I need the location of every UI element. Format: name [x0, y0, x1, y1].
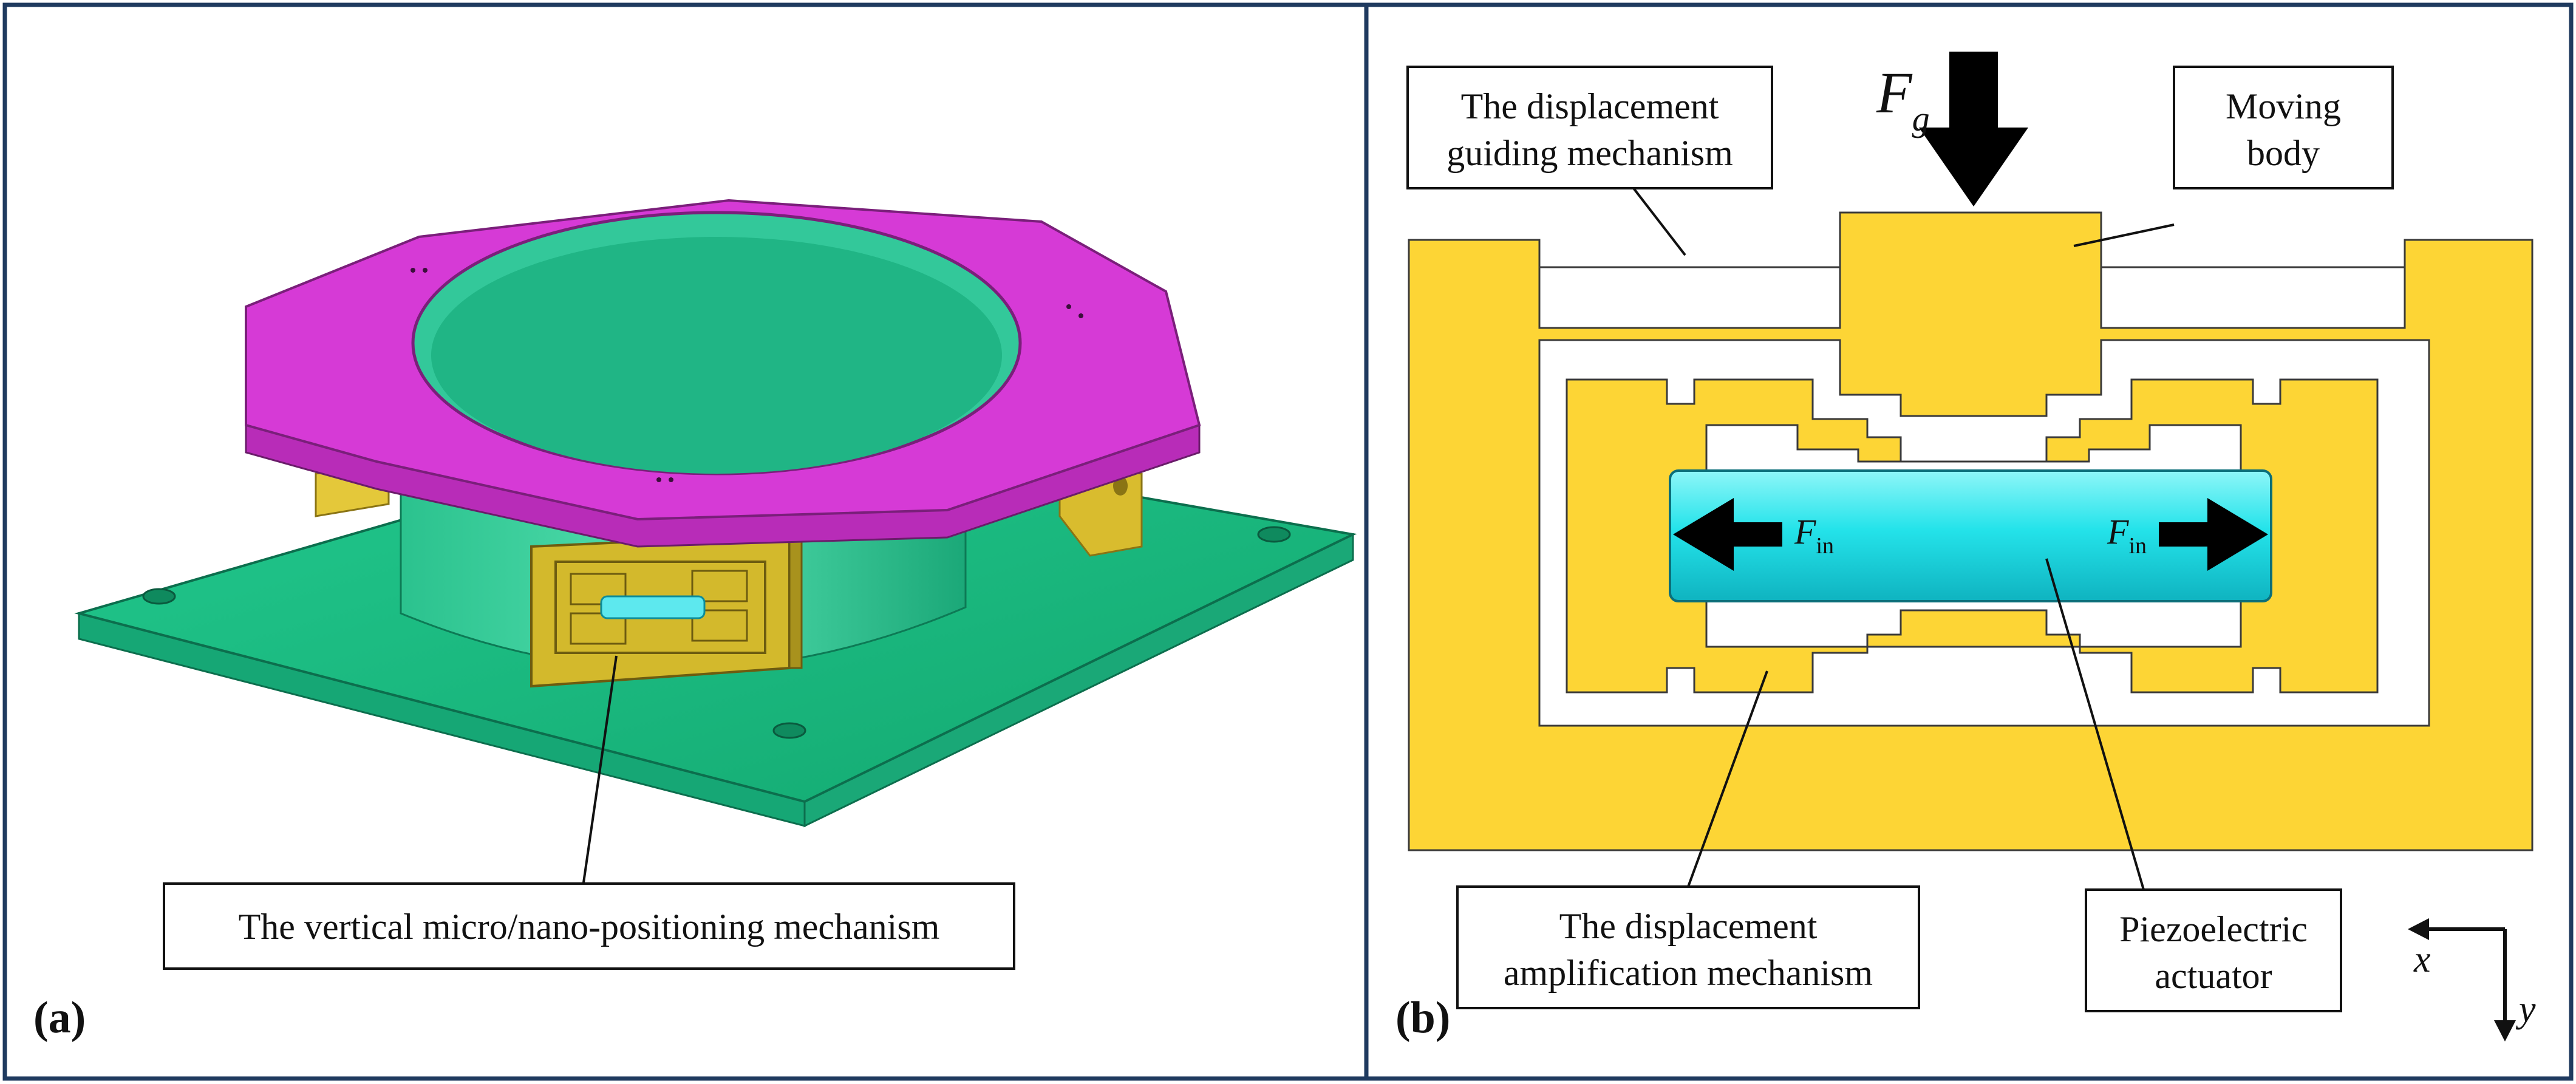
callout-leader-a — [582, 655, 618, 887]
callout-box-a — [163, 882, 1015, 970]
mini-piezo-actuator — [600, 595, 706, 619]
callout-text-moving-2: body — [2247, 133, 2320, 173]
ring-hole — [669, 477, 673, 482]
panel-label-a: (a) — [33, 993, 86, 1043]
callout-leader-moving — [2073, 223, 2175, 247]
callout-leader-guiding — [1632, 187, 1686, 256]
ring-hole — [1078, 313, 1083, 318]
callout-box-moving — [2173, 66, 2394, 189]
callout-text-guiding-2: guiding mechanism — [1446, 133, 1733, 173]
ring-opening-inner — [431, 237, 1002, 474]
force-in-right-label: Fin — [2107, 512, 2147, 559]
base-hole — [142, 588, 176, 605]
force-in-right-arrow — [2159, 498, 2268, 571]
axis-label-y: y — [2515, 989, 2536, 1030]
callout-text-guiding-1: The displacement — [1461, 86, 1719, 126]
panel-a: The vertical micro/nano-positioning mech… — [2, 2, 1369, 1081]
ring-hole — [656, 477, 661, 482]
base-hole — [1257, 526, 1291, 543]
callout-box-piezo — [2085, 888, 2342, 1012]
callout-text-piezo-1: Piezoelectric — [2119, 909, 2308, 949]
callout-box-amplification — [1456, 885, 1920, 1009]
callout-leader-amplification — [1687, 670, 1768, 887]
force-g-arrow — [1919, 52, 2028, 206]
panel-label-b: (b) — [1395, 993, 1450, 1043]
coordinate-axes: x y — [2408, 918, 2536, 1041]
callout-text-a: The vertical micro/nano-positioning mech… — [239, 907, 940, 947]
front-positioning-module — [530, 533, 803, 688]
force-g-label: Fg — [1876, 60, 1930, 138]
panel-b: Fin Fin Fg The displacement guiding mech… — [1364, 2, 2574, 1081]
callout-text-moving-1: Moving — [2226, 86, 2341, 126]
ring-hole — [423, 268, 428, 273]
callout-box-guiding — [1406, 66, 1773, 189]
callout-text-piezo-2: actuator — [2155, 956, 2272, 996]
axis-label-x: x — [2413, 939, 2431, 980]
stage-3d-model — [74, 199, 1357, 828]
force-in-left-arrow — [1673, 498, 1782, 571]
force-in-left-label: Fin — [1794, 512, 1834, 559]
callout-text-amplification-2: amplification mechanism — [1504, 953, 1873, 993]
piezo-actuator — [1669, 469, 2272, 602]
guiding-mechanism-body — [1408, 211, 2533, 851]
ring-hole — [411, 268, 415, 273]
callout-leader-piezo — [2045, 558, 2145, 890]
ring-hole — [1066, 304, 1071, 309]
base-hole — [772, 722, 806, 739]
callout-text-amplification-1: The displacement — [1559, 906, 1818, 946]
